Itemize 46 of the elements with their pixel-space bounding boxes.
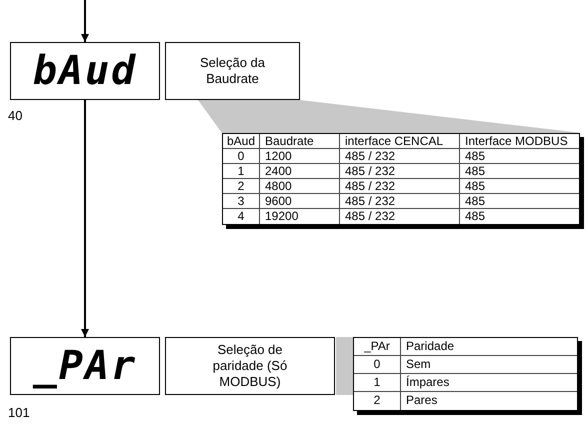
table-cell: 2400 (259, 164, 339, 179)
arrow (81, 100, 89, 337)
table-cell: Baudrate (259, 134, 339, 149)
table-cell: 1 (354, 374, 400, 392)
description-box (165, 42, 300, 100)
table-cell: 485 (459, 209, 579, 224)
parameter-number: 40 (8, 108, 22, 123)
table-cell: 3 (223, 194, 259, 209)
table-cell: 485 (459, 179, 579, 194)
table-cell: 2 (223, 179, 259, 194)
table-cell: 485 / 232 (339, 149, 459, 164)
table-cell: 9600 (259, 194, 339, 209)
table-cell: 19200 (259, 209, 339, 224)
description-text: Seleção de paridade (Só MODBUS) (212, 342, 288, 390)
table-cell: Pares (400, 392, 577, 410)
table-cell: 485 (459, 194, 579, 209)
table-cell: interface CENCAL (339, 134, 459, 149)
table-cell: Paridade (400, 338, 577, 356)
table-cell: 0 (354, 356, 400, 374)
table-cell: Ímpares (400, 374, 577, 392)
callout-bar (336, 337, 353, 395)
table-cell: 0 (223, 149, 259, 164)
table-cell: 485 (459, 149, 579, 164)
table-cell: bAud (223, 134, 259, 149)
display-panel (10, 42, 160, 100)
display-readout: bAud (32, 48, 138, 94)
display-readout: _PAr (32, 343, 138, 389)
table-cell: 4800 (259, 179, 339, 194)
callout-wedge (198, 100, 582, 133)
arrow (81, 0, 89, 42)
table-cell: 485 / 232 (339, 179, 459, 194)
table-cell: 485 (459, 164, 579, 179)
description-text: Seleção da Baudrate (198, 55, 266, 87)
table-cell: 485 / 232 (339, 209, 459, 224)
table-cell: Sem (400, 356, 577, 374)
table-cell: 1 (223, 164, 259, 179)
table-cell: Interface MODBUS (459, 134, 579, 149)
display-panel (10, 337, 160, 395)
table-cell: 485 / 232 (339, 194, 459, 209)
table-cell-text: 4 (236, 209, 246, 224)
description-box (165, 337, 335, 395)
parameter-number: 101 (8, 405, 30, 420)
table-cell-text: 2 (372, 392, 382, 409)
table-cell: 485 / 232 (339, 164, 459, 179)
table-cell: 1200 (259, 149, 339, 164)
table-cell: _PAr (354, 338, 400, 356)
